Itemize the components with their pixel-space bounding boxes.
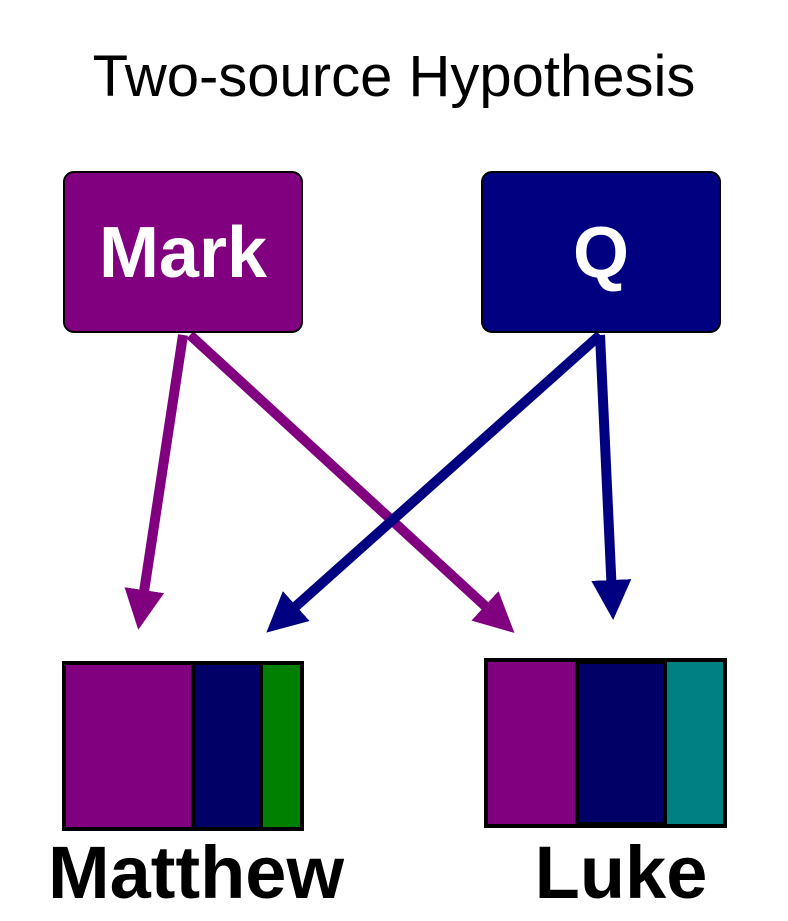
segment-mark	[486, 660, 577, 826]
segment-q	[193, 663, 261, 829]
gospel-block-luke	[484, 658, 727, 828]
gospel-label-luke: Luke	[535, 831, 708, 914]
source-box-mark: Mark	[63, 171, 303, 333]
segment-q	[577, 662, 665, 824]
source-label-mark: Mark	[99, 213, 268, 293]
source-box-q: Q	[481, 171, 721, 333]
gospel-label-matthew: Matthew	[48, 831, 344, 914]
arrow-q-to-matthew	[266, 331, 604, 633]
source-label-q: Q	[573, 213, 629, 293]
arrow-mark-to-matthew	[124, 334, 188, 630]
segment-l	[665, 660, 725, 826]
arrow-q-to-luke	[591, 334, 632, 620]
arrow-mark-to-luke	[186, 331, 515, 633]
gospel-block-matthew	[62, 661, 304, 831]
segment-mark	[64, 663, 193, 829]
segment-m	[261, 663, 302, 829]
diagram-title: Two-source Hypothesis	[93, 44, 696, 109]
